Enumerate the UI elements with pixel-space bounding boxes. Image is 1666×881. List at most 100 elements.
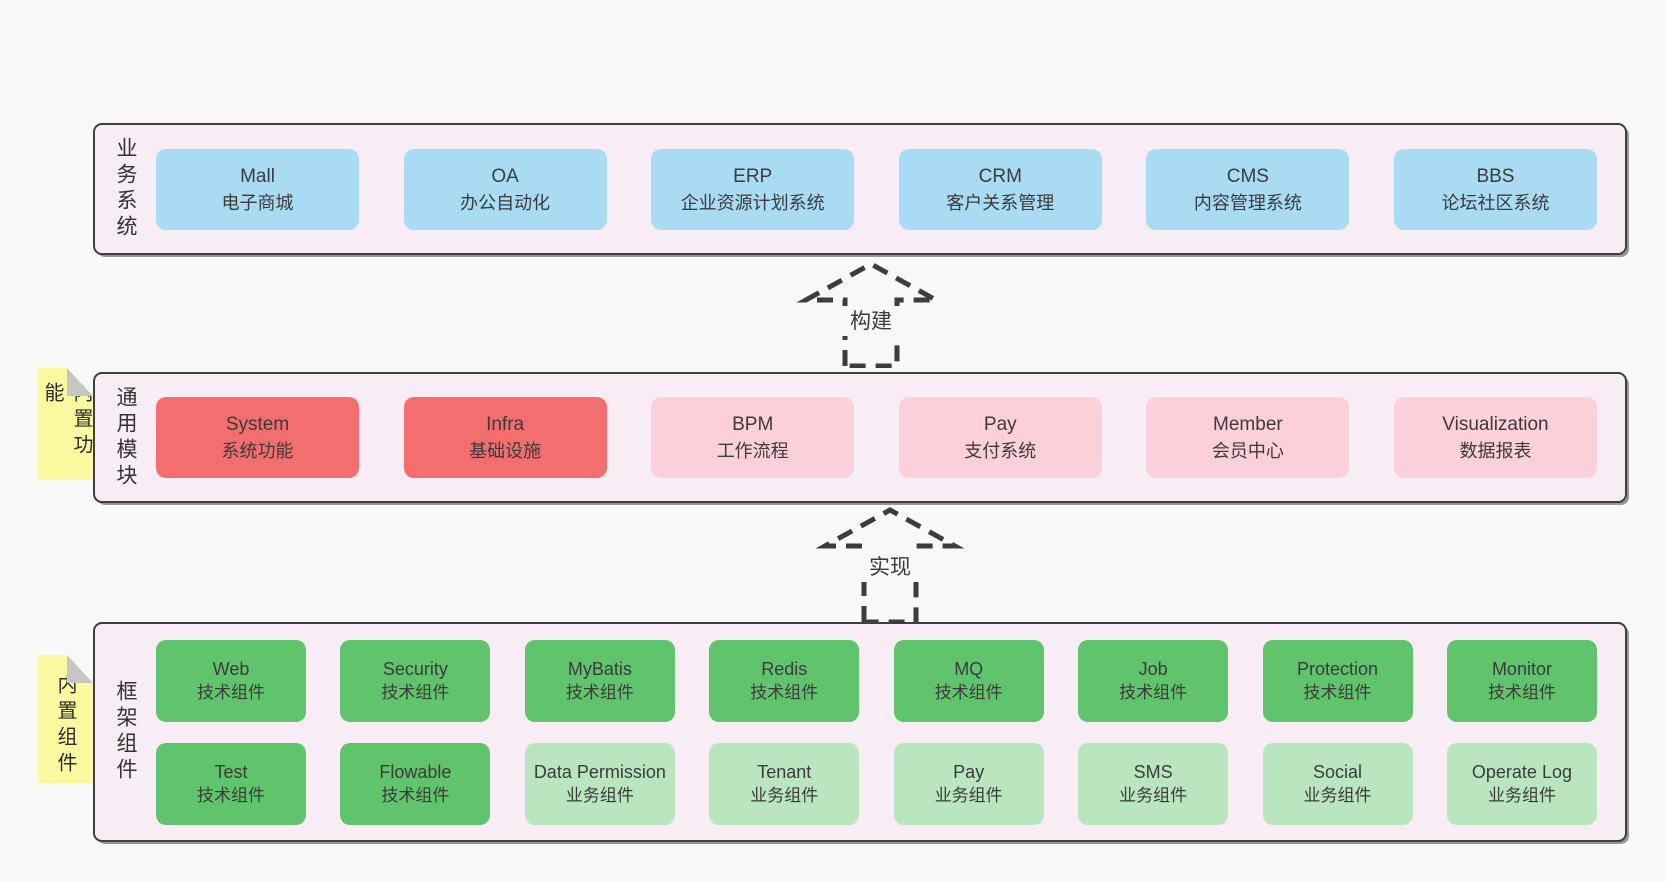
box-subtitle: 技术组件 — [934, 682, 1003, 702]
diagram-box-oa: OA 办公自动化 — [403, 148, 607, 230]
box-subtitle: 内容管理系统 — [1193, 192, 1302, 213]
box-subtitle: 业务组件 — [1119, 785, 1188, 805]
section-title-vertical: 框架组件 — [114, 680, 137, 784]
box-title: Member — [1213, 414, 1283, 435]
arrow-label-backdrop — [840, 306, 902, 336]
box-title: Redis — [761, 658, 808, 679]
box-title: System — [225, 414, 290, 435]
box-title: Pay — [983, 414, 1017, 435]
diagram-box-mq: MQ 技术组件 — [893, 639, 1044, 722]
diagram-box-visualization: Visualization 数据报表 — [1393, 397, 1597, 478]
box-title: Flowable — [379, 761, 452, 782]
sticky-note-built-in-components: 内置组件 — [38, 655, 93, 783]
box-subtitle: 业务组件 — [750, 785, 819, 805]
diagram-box-tenant: Tenant 业务组件 — [709, 742, 860, 825]
section-common-modules: 通用模块 System 系统功能 Infra 基础设施 BPM 工作流程 Pay… — [93, 372, 1627, 503]
box-subtitle: 技术组件 — [381, 785, 450, 805]
dashed-up-arrow-build: 构建 — [796, 261, 946, 368]
diagram-box-web: Web 技术组件 — [156, 639, 306, 722]
box-title: Job — [1138, 658, 1168, 679]
diagram-box-mybatis: MyBatis 技术组件 — [524, 639, 675, 722]
box-subtitle: 技术组件 — [1119, 682, 1188, 702]
modules-box-row: System 系统功能 Infra 基础设施 BPM 工作流程 Pay 支付系统… — [140, 397, 1625, 478]
arrow-outline — [815, 507, 965, 624]
box-title: Mall — [240, 165, 275, 187]
diagram-box-flowable: Flowable 技术组件 — [340, 742, 491, 825]
box-subtitle: 业务组件 — [1303, 785, 1372, 805]
diagram-box-data-permission: Data Permission 业务组件 — [524, 742, 675, 825]
box-subtitle: 业务组件 — [934, 785, 1003, 805]
box-title: Security — [382, 658, 448, 679]
box-title: BBS — [1476, 165, 1515, 187]
diagram-box-erp: ERP 企业资源计划系统 — [651, 148, 855, 230]
box-subtitle: 技术组件 — [197, 682, 265, 702]
box-title: Visualization — [1442, 414, 1549, 435]
box-title: SMS — [1133, 761, 1173, 782]
sticky-fold-corner — [67, 368, 93, 396]
box-title: Operate Log — [1471, 761, 1572, 782]
box-subtitle: 技术组件 — [750, 682, 819, 702]
diagram-box-pay-component: Pay 业务组件 — [893, 742, 1044, 825]
diagram-box-monitor: Monitor 技术组件 — [1446, 639, 1597, 722]
box-title: ERP — [733, 165, 773, 187]
box-title: Infra — [486, 414, 525, 435]
arrow-outline — [796, 261, 946, 368]
box-title: Data Permission — [533, 761, 666, 782]
box-subtitle: 系统功能 — [221, 441, 294, 461]
sticky-label: 内置组件 — [54, 674, 76, 778]
diagram-box-protection: Protection 技术组件 — [1262, 639, 1413, 722]
box-title: MyBatis — [567, 658, 632, 679]
diagram-box-crm: CRM 客户关系管理 — [898, 148, 1102, 230]
box-subtitle: 工作流程 — [716, 441, 789, 461]
section-framework-components: 框架组件 Web 技术组件 Security 技术组件 MyBatis 技术组件… — [93, 622, 1627, 842]
framework-box-grid: Web 技术组件 Security 技术组件 MyBatis 技术组件 Redi… — [140, 639, 1625, 825]
diagram-box-job: Job 技术组件 — [1078, 639, 1229, 722]
diagram-box-bpm: BPM 工作流程 — [651, 397, 855, 478]
box-subtitle: 办公自动化 — [460, 192, 551, 213]
diagram-box-pay: Pay 支付系统 — [898, 397, 1102, 478]
arrow-label: 实现 — [869, 556, 911, 579]
box-subtitle: 业务组件 — [1487, 785, 1556, 805]
box-subtitle: 会员中心 — [1211, 441, 1284, 461]
box-subtitle: 技术组件 — [381, 682, 450, 702]
box-title: Monitor — [1491, 658, 1552, 679]
diagram-box-infra: Infra 基础设施 — [403, 397, 607, 478]
box-subtitle: 技术组件 — [565, 682, 634, 702]
box-title: CMS — [1226, 165, 1269, 187]
box-title: CRM — [978, 165, 1022, 187]
section-title-vertical: 业务系统 — [114, 137, 137, 241]
business-box-row: Mall 电子商城 OA 办公自动化 ERP 企业资源计划系统 CRM 客户关系… — [140, 148, 1625, 230]
sticky-label: 内置功能 — [41, 382, 92, 460]
framework-row-1: Web 技术组件 Security 技术组件 MyBatis 技术组件 Redi… — [156, 639, 1597, 722]
box-title: OA — [491, 165, 519, 187]
box-title: Protection — [1297, 658, 1379, 679]
arrow-label: 构建 — [850, 310, 892, 333]
box-subtitle: 客户关系管理 — [946, 192, 1055, 213]
diagram-box-operate-log: Operate Log 业务组件 — [1446, 742, 1597, 825]
framework-row-2: Test 技术组件 Flowable 技术组件 Data Permission … — [156, 742, 1597, 825]
diagram-box-bbs: BBS 论坛社区系统 — [1393, 148, 1597, 230]
box-subtitle: 业务组件 — [565, 785, 634, 805]
section-title-vertical: 通用模块 — [114, 385, 137, 490]
box-subtitle: 技术组件 — [197, 785, 265, 805]
diagram-box-mall: Mall 电子商城 — [156, 148, 359, 230]
diagram-box-social: Social 业务组件 — [1262, 742, 1413, 825]
sticky-note-built-in-functions: 内置功能 — [38, 368, 93, 480]
arrow-label-backdrop — [859, 552, 921, 582]
box-title: Test — [214, 761, 248, 782]
box-title: Web — [212, 658, 250, 679]
diagram-box-redis: Redis 技术组件 — [709, 639, 860, 722]
box-title: Tenant — [757, 761, 812, 782]
box-subtitle: 数据报表 — [1459, 441, 1532, 461]
box-subtitle: 企业资源计划系统 — [680, 192, 825, 213]
diagram-box-system: System 系统功能 — [156, 397, 359, 478]
box-subtitle: 论坛社区系统 — [1441, 192, 1550, 213]
diagram-box-test: Test 技术组件 — [156, 742, 306, 825]
box-subtitle: 基础设施 — [469, 441, 542, 461]
box-title: Social — [1313, 761, 1363, 782]
box-subtitle: 支付系统 — [964, 441, 1037, 461]
section-business-systems: 业务系统 Mall 电子商城 OA 办公自动化 ERP 企业资源计划系统 CRM… — [93, 123, 1627, 255]
box-title: Pay — [953, 761, 985, 782]
diagram-box-sms: SMS 业务组件 — [1078, 742, 1229, 825]
